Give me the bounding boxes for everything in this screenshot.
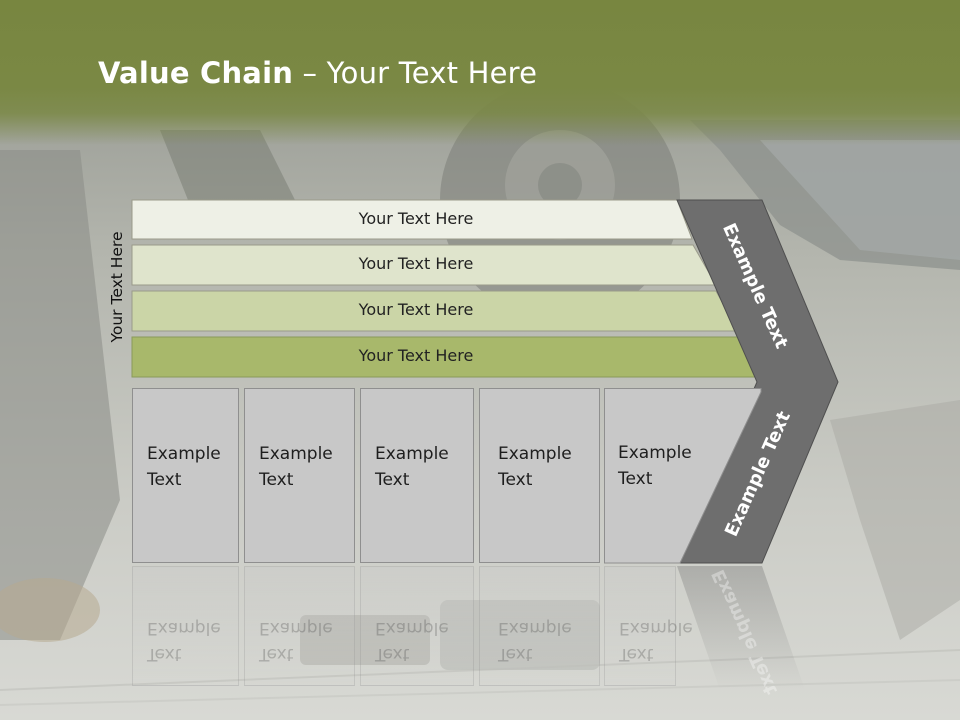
box-4-line2: Text: [498, 470, 533, 490]
box-4-reflection-line2: Text: [498, 644, 533, 664]
box-2-reflection-text: Text Example: [259, 615, 333, 667]
row-1-label: Your Text Here: [358, 209, 474, 228]
title-bar: [0, 0, 960, 145]
box-5-reflection-line2: Text: [619, 644, 654, 664]
box-1-reflection-text: Text Example: [147, 615, 221, 667]
box-3-reflection-line1: Example: [375, 618, 449, 638]
box-3-reflection-text: Text Example: [375, 615, 449, 667]
box-5-reflection: Text Example: [604, 566, 693, 686]
box-1-line1: Example: [147, 444, 221, 464]
box-4-reflection: Text Example: [479, 566, 600, 686]
box-2-reflection-line1: Example: [259, 618, 333, 638]
row-2-label: Your Text Here: [358, 254, 474, 273]
box-5-line2: Text: [618, 469, 653, 489]
box-5-reflection-line1: Example: [619, 618, 693, 638]
slide-title: Value Chain – Your Text Here: [98, 56, 537, 90]
chevron-reflection: [677, 566, 805, 690]
row-1-shape: [131, 199, 693, 240]
box-3-line2: Text: [375, 470, 410, 490]
box-1-reflection: Text Example: [132, 566, 239, 686]
box-1-reflection-line1: Example: [147, 618, 221, 638]
row-4-label: Your Text Here: [358, 346, 474, 365]
box-2-line2: Text: [259, 470, 294, 490]
box-5-reflection-text: Text Example: [619, 615, 693, 667]
row-3-label: Your Text Here: [358, 300, 474, 319]
box-1-reflection-line2: Text: [147, 644, 182, 664]
box-4-line1: Example: [498, 444, 572, 464]
box-4-reflection-line1: Example: [498, 618, 572, 638]
box-1-line2: Text: [147, 470, 182, 490]
box-3-line1: Example: [375, 444, 449, 464]
box-5-shape-svg: [604, 388, 762, 564]
box-3-reflection: Text Example: [360, 566, 474, 686]
box-5-shape: [604, 388, 762, 564]
box-2-line1: Example: [259, 444, 333, 464]
box-2-reflection: Text Example: [244, 566, 355, 686]
box-3-reflection-line2: Text: [375, 644, 410, 664]
box-5-line1: Example: [618, 443, 692, 463]
title-rest: – Your Text Here: [293, 56, 538, 90]
title-bold: Value Chain: [98, 56, 294, 90]
box-2-reflection-line2: Text: [259, 644, 294, 664]
box-4-reflection-text: Text Example: [498, 615, 572, 667]
